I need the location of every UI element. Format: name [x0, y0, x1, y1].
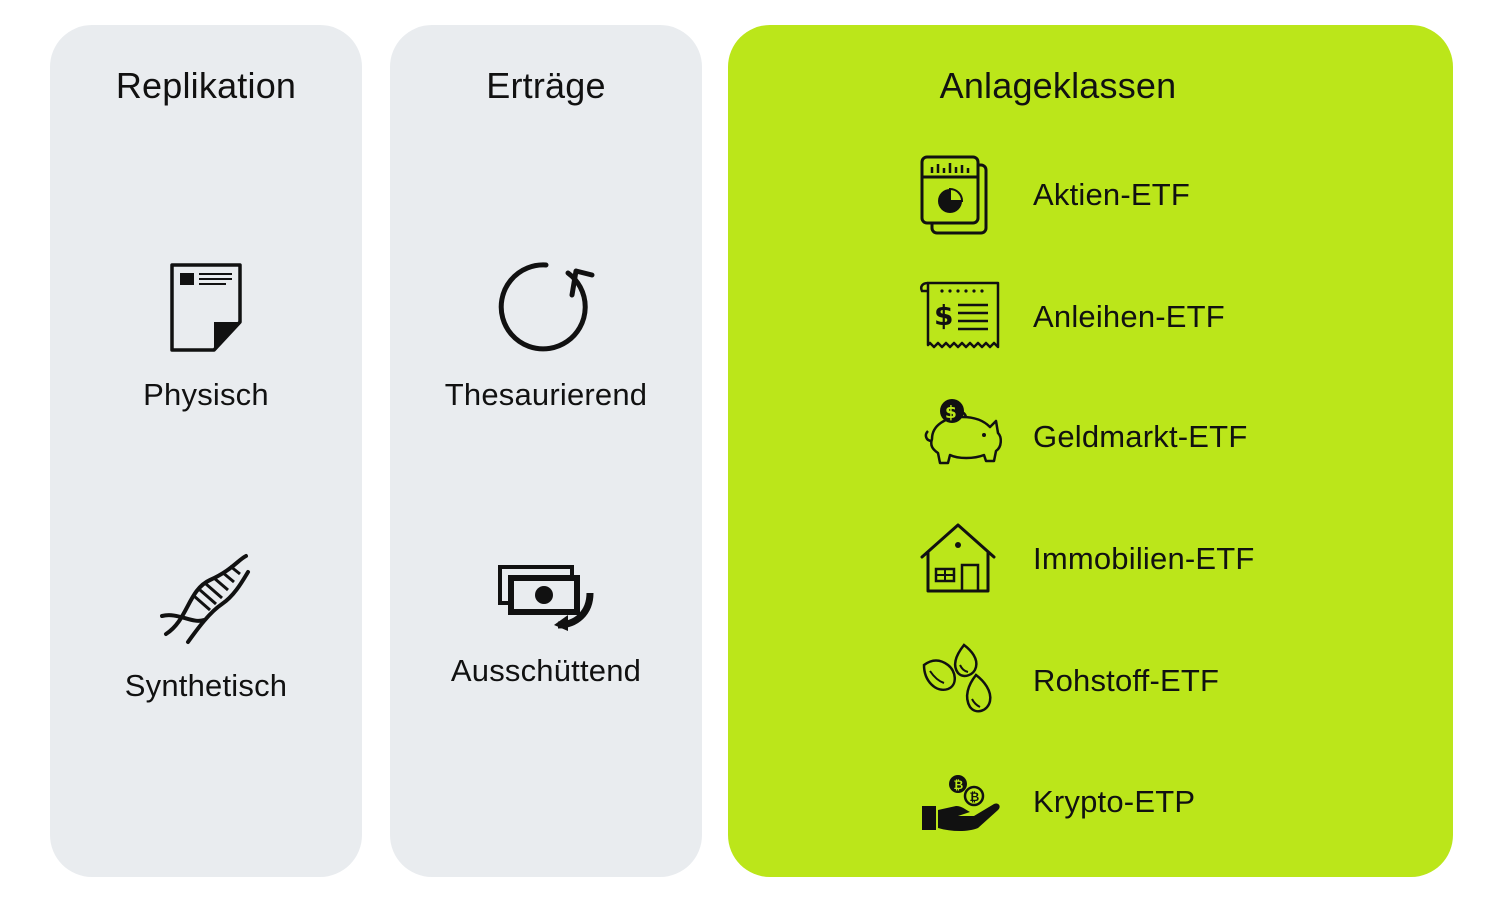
asset-label: Aktien-ETF	[1033, 177, 1191, 212]
document-icon	[170, 263, 242, 352]
house-icon	[920, 523, 996, 593]
svg-text:$: $	[945, 403, 957, 423]
item-thesaurierend: Thesaurierend	[390, 257, 702, 413]
item-synthetisch: Synthetisch	[50, 550, 362, 704]
stock-report-icon	[920, 155, 988, 235]
asset-row-rohstoff: Rohstoff-ETF	[918, 641, 1418, 721]
item-label: Thesaurierend	[444, 377, 648, 412]
svg-text:₿: ₿	[970, 790, 980, 804]
asset-label: Krypto-ETP	[1033, 784, 1196, 819]
replikation-panel: Replikation Physisch Synthetisch	[50, 25, 362, 877]
ertraege-title: Erträge	[486, 65, 606, 106]
asset-label: Geldmarkt-ETF	[1033, 419, 1248, 454]
commodity-drops-icon	[922, 643, 992, 713]
svg-text:$: $	[934, 299, 953, 332]
item-label: Synthetisch	[124, 668, 288, 703]
item-ausschuettend: Ausschüttend	[390, 563, 702, 689]
asset-label: Immobilien-ETF	[1033, 541, 1255, 576]
item-physisch: Physisch	[50, 260, 362, 413]
asset-label: Anleihen-ETF	[1033, 299, 1225, 334]
refresh-icon	[498, 262, 595, 352]
replikation-title: Replikation	[115, 65, 297, 106]
asset-row-anleihen: $ Anleihen-ETF	[918, 277, 1418, 357]
crypto-hand-icon: ₿ ₿	[922, 775, 1000, 831]
asset-row-immobilien: Immobilien-ETF	[918, 519, 1418, 599]
item-label: Physisch	[143, 377, 269, 412]
ertraege-panel: Erträge Thesaurierend Ausschüttend	[390, 25, 702, 877]
bond-receipt-icon: $	[920, 281, 1000, 349]
anlageklassen-panel: Anlageklassen Aktien-ETF	[728, 25, 1453, 877]
cash-payout-icon	[498, 565, 594, 631]
anlageklassen-title: Anlageklassen	[939, 65, 1177, 106]
asset-label: Rohstoff-ETF	[1033, 663, 1220, 698]
item-label: Ausschüttend	[450, 653, 642, 688]
asset-row-geldmarkt: $ Geldmarkt-ETF	[918, 397, 1418, 477]
asset-row-krypto: ₿ ₿ Krypto-ETP	[918, 762, 1418, 842]
svg-text:₿: ₿	[954, 778, 964, 792]
asset-row-aktien: Aktien-ETF	[918, 155, 1418, 235]
piggy-bank-icon: $	[924, 399, 1002, 465]
dna-icon	[160, 554, 250, 644]
